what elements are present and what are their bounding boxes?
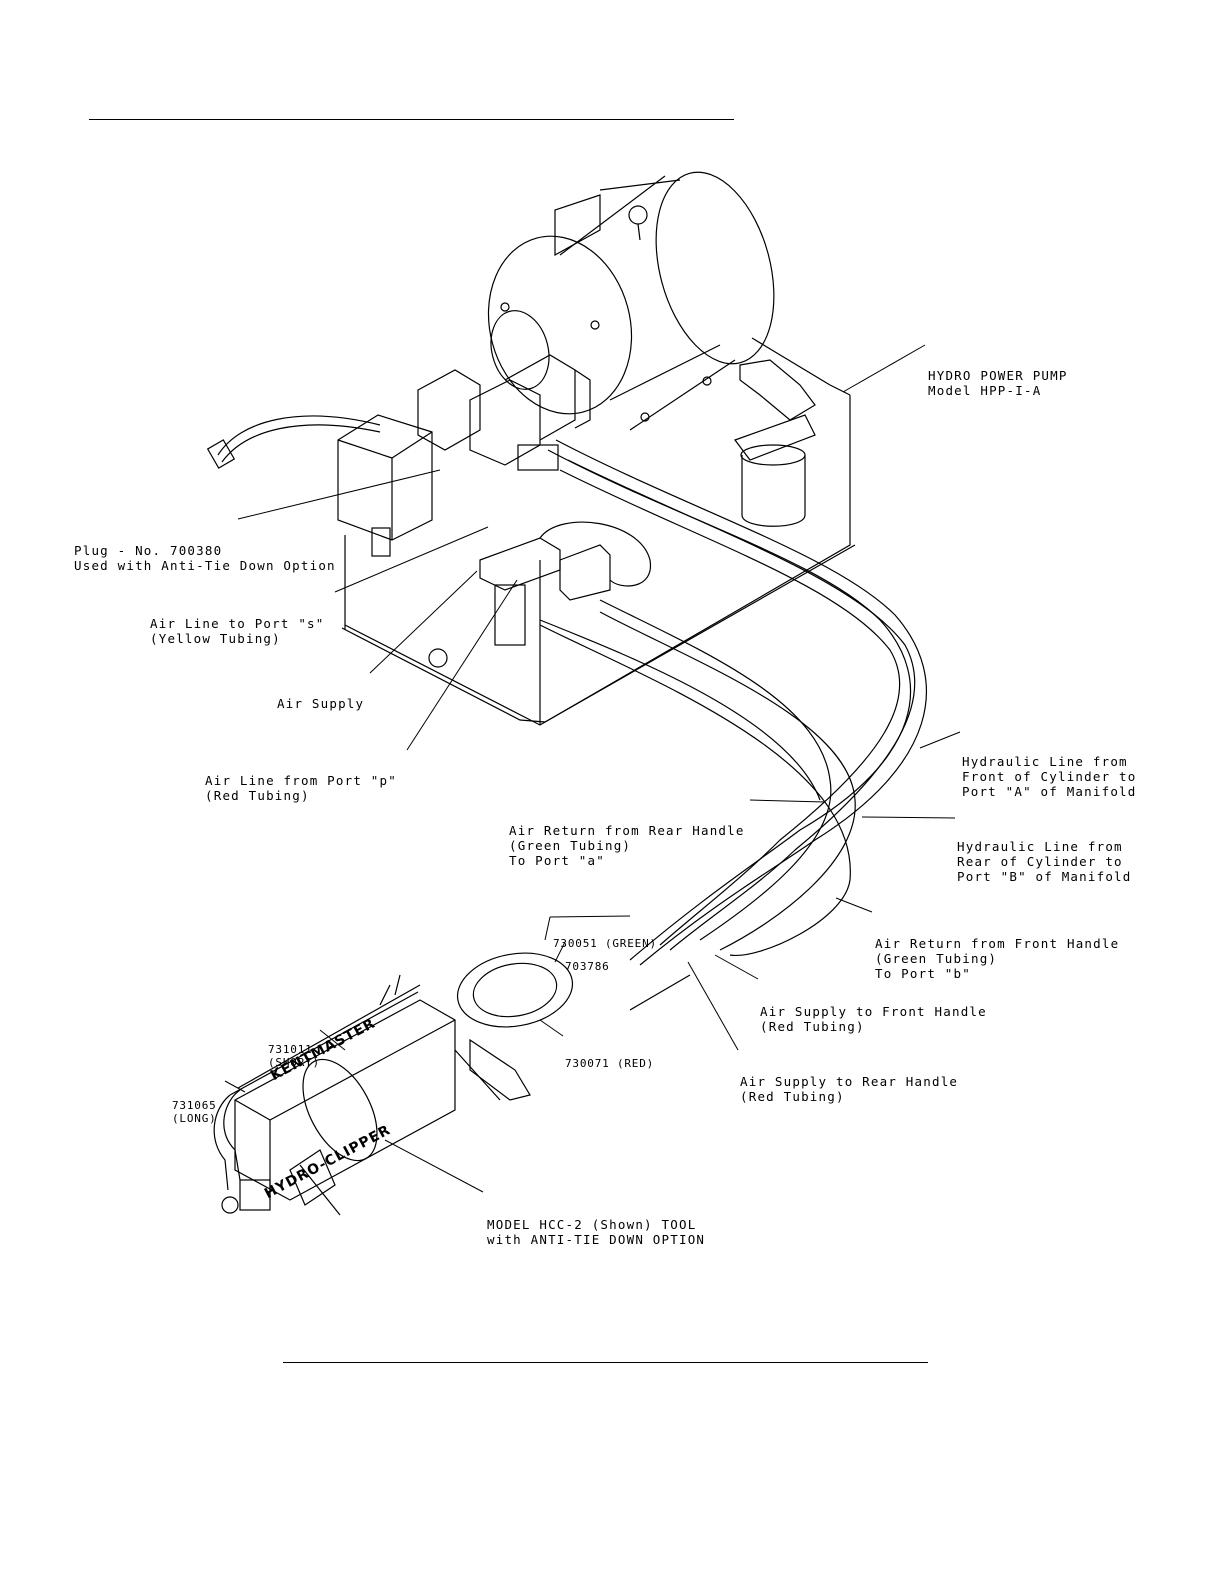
label-air-supply-front-handle: Air Supply to Front Handle(Red Tubing) [760,1004,987,1034]
label-air-return-front: Air Return from Front Handle(Green Tubin… [875,936,1120,981]
reservoir-tank [341,337,856,726]
label-part-731065: 731065(LONG) [172,1099,217,1125]
label-part-703786: 703786 [565,960,610,973]
label-part-730051: 730051 (GREEN) [553,937,657,950]
air-tubes [539,599,856,1011]
valve-blocks [417,354,591,471]
label-air-return-rear: Air Return from Rear Handle(Green Tubing… [509,823,745,868]
label-part-731011: 731011(SHORT) [268,1043,320,1069]
label-air-supply: Air Supply [277,696,365,711]
label-air-line-port-p: Air Line from Port "p"(Red Tubing) [205,773,397,803]
air-regulator [428,521,651,668]
leader-lines [224,344,961,1193]
label-part-730071: 730071 (RED) [565,1057,655,1070]
electrical-box [337,414,433,557]
label-air-supply-rear-handle: Air Supply to Rear Handle(Red Tubing) [740,1074,959,1104]
plug-cord [206,415,381,469]
top-rule [89,119,734,120]
label-air-line-port-s: Air Line to Port "s"(Yellow Tubing) [150,616,325,646]
electric-motor [487,171,775,431]
hydraulic-hoses [547,439,927,966]
clipper-tool [213,952,574,1216]
filter-canister [734,359,816,527]
bottom-rule [283,1362,928,1363]
